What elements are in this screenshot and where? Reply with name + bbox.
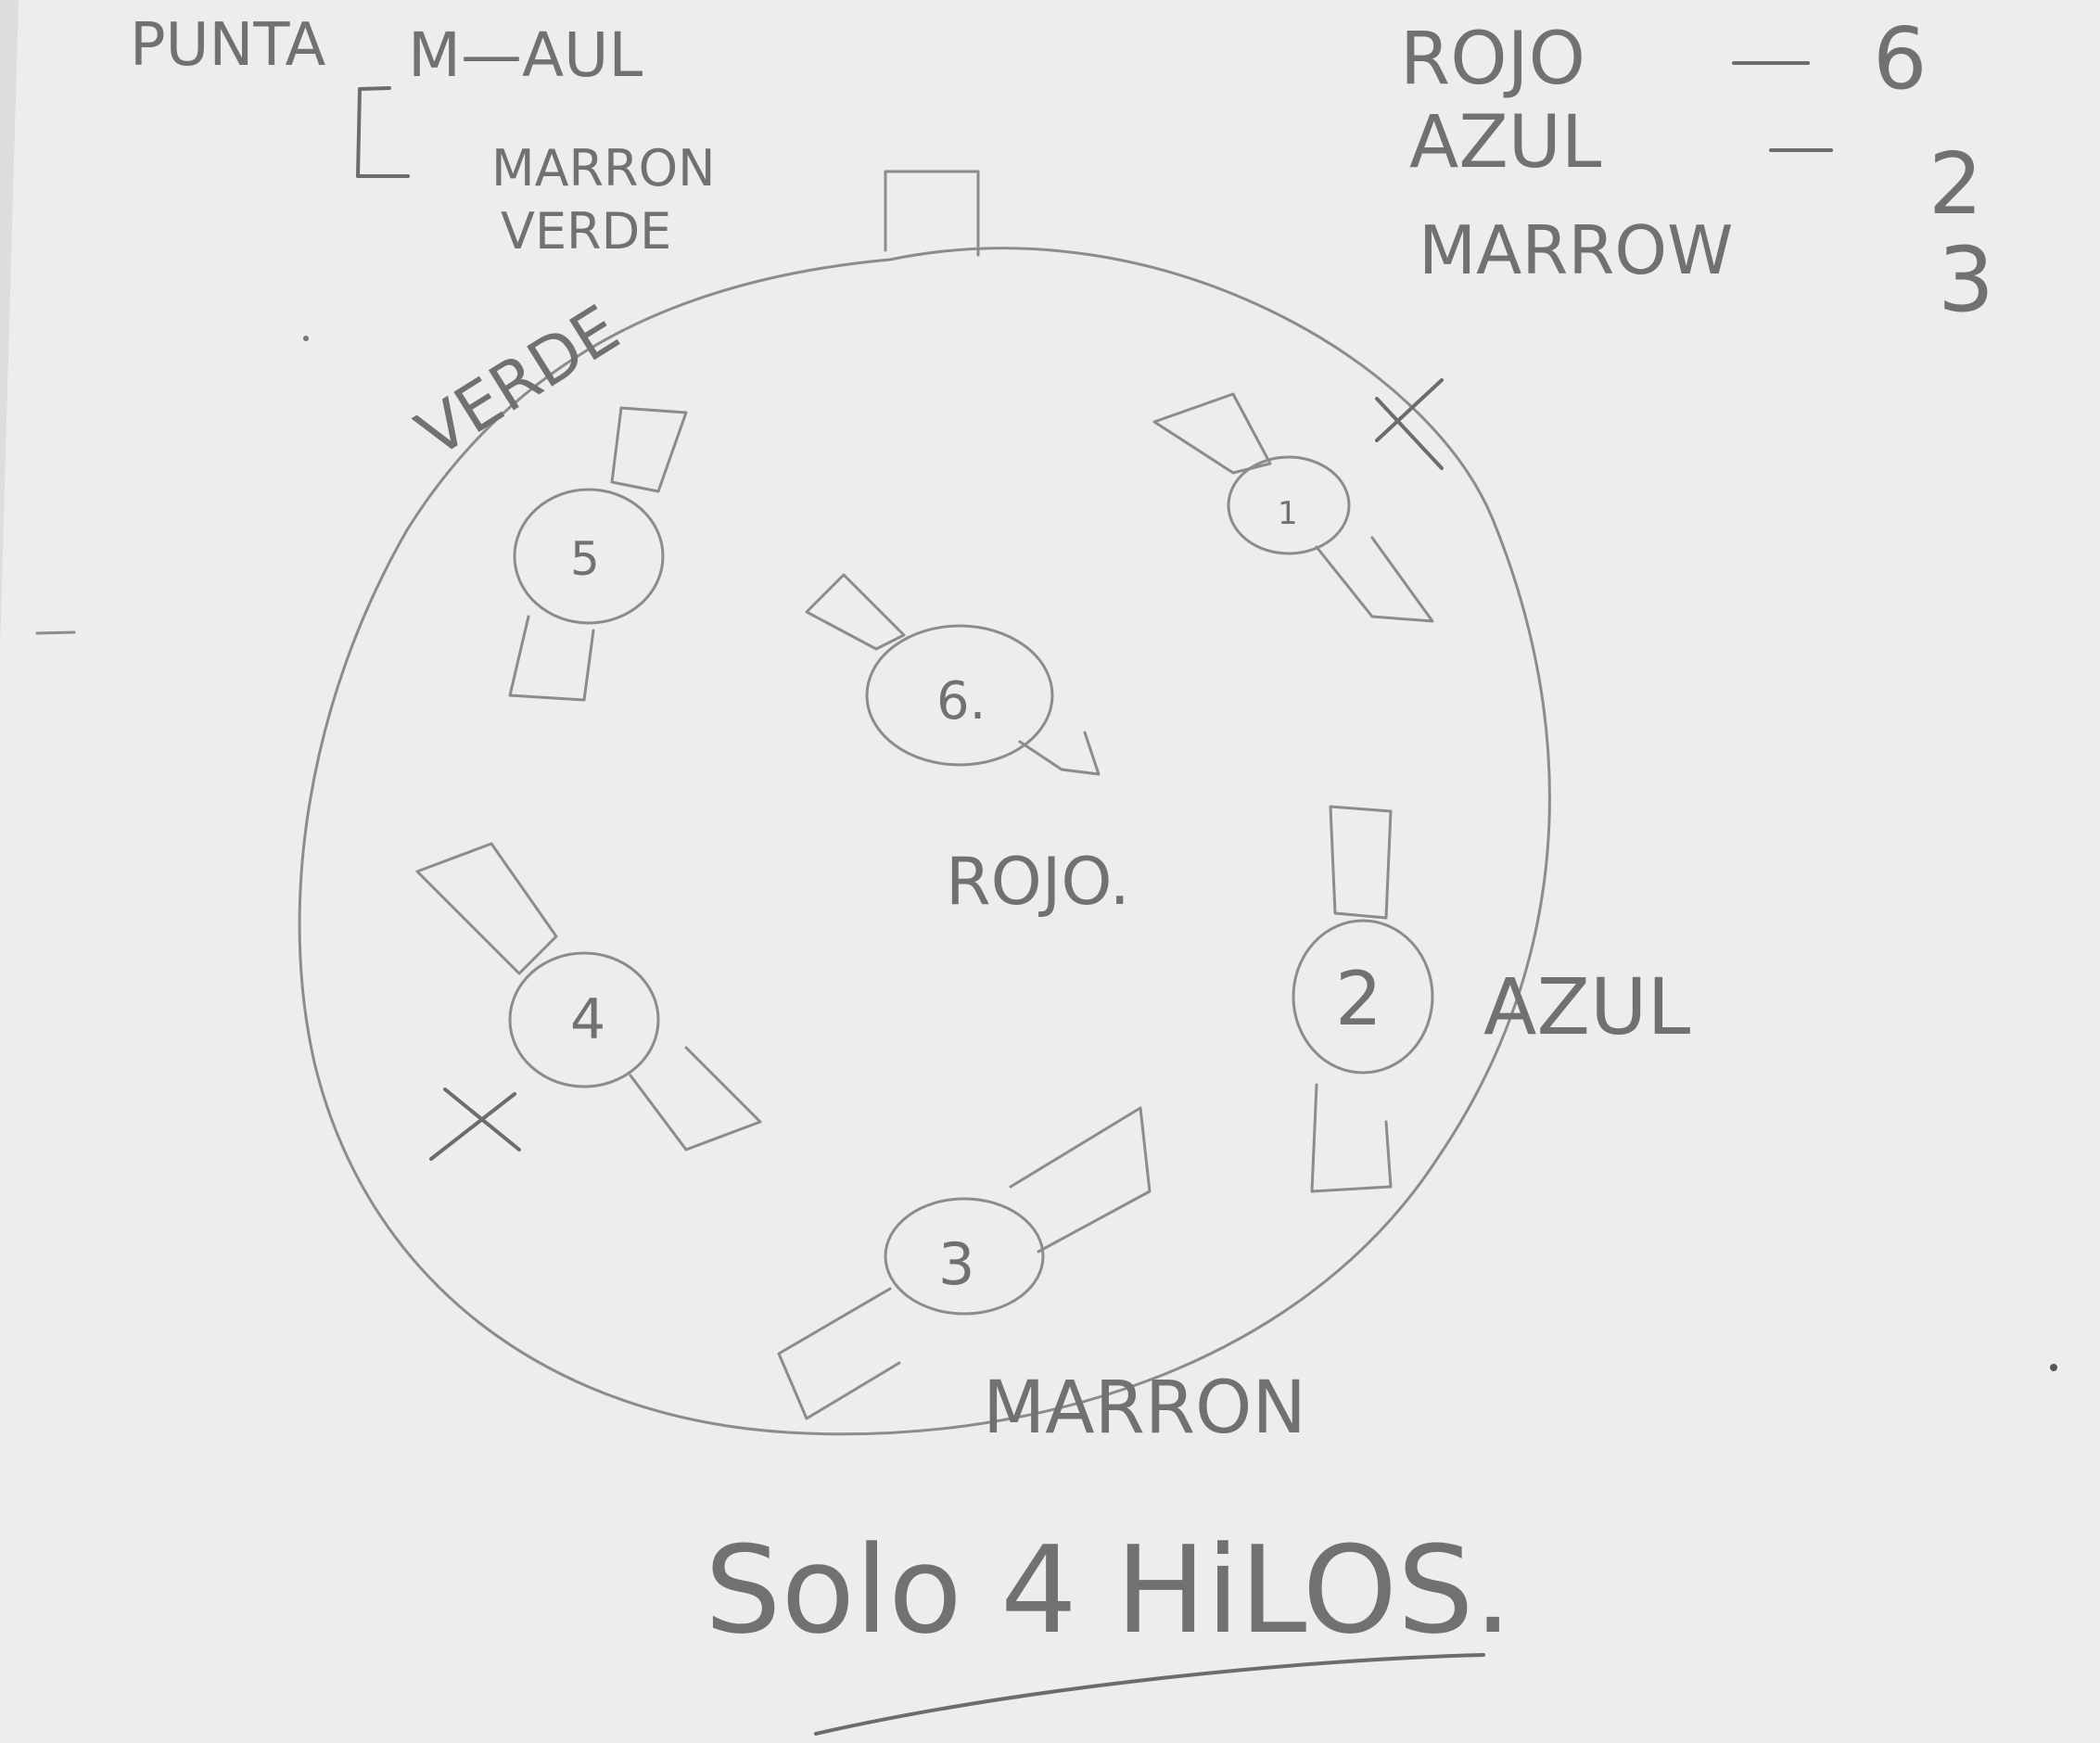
pin-2-body <box>1292 919 1434 1075</box>
pin-3-body <box>884 1197 1045 1316</box>
footer-note: Solo 4 HiLOS. <box>705 1520 1512 1660</box>
legend-color-azul: AZUL <box>1409 101 1602 184</box>
pin-6-blade-bottom <box>1018 731 1101 776</box>
x-mark-pin-4 <box>429 1088 521 1161</box>
legend-number-azul: 2 <box>1928 134 1983 234</box>
pencil-tick <box>35 630 76 635</box>
pin-2-blade-top <box>1329 805 1393 920</box>
note-partial-word: PUNTA <box>130 11 325 80</box>
pin-4-number: 4 <box>570 987 605 1052</box>
pin-6-body <box>865 624 1054 767</box>
key-tab <box>884 170 980 257</box>
pin-3-blade-bottom <box>777 1287 901 1420</box>
pin-1-blade-bottom <box>1315 536 1434 623</box>
legend-color-marron: MARROW <box>1419 211 1733 289</box>
pin-5-body <box>513 488 665 625</box>
label-marron: MARRON <box>983 1367 1306 1450</box>
paper-fold-shadow <box>0 0 19 649</box>
pencil-dot <box>303 336 309 341</box>
pin-4: 4 <box>415 842 762 1151</box>
pin-4-body <box>508 951 660 1088</box>
legend-number-marron: 3 <box>1938 228 1994 332</box>
label-azul: AZUL <box>1483 961 1690 1052</box>
pin-6: 6. <box>805 573 1101 776</box>
pin-2: 2 <box>1292 805 1434 1193</box>
pin-1-body <box>1227 455 1351 555</box>
pin-1-blade-top <box>1152 392 1272 475</box>
note-line-2: MARRON <box>491 139 715 197</box>
pin-1-number: 1 <box>1278 495 1298 532</box>
legend: ROJO 6 AZUL 2 MARROW 3 <box>1400 9 1994 332</box>
pin-3-blade-top <box>1009 1106 1152 1253</box>
pin-3: 3 <box>777 1106 1152 1420</box>
legend-number-rojo: 6 <box>1873 9 1928 108</box>
pin-4-blade-top <box>415 842 558 975</box>
note-line-3: VERDE <box>501 202 671 261</box>
bracket-mark <box>356 86 410 178</box>
note-line-1: M—AUL <box>408 19 643 91</box>
pencil-dot <box>2050 1364 2057 1371</box>
label-verde: VERDE <box>404 290 632 472</box>
pin-2-blade-bottom <box>1310 1083 1393 1193</box>
pin-5-blade-bottom <box>508 615 595 702</box>
pin-1: 1 <box>1152 392 1434 623</box>
pin-6-number: 6. <box>936 671 986 732</box>
pin-5-number: 5 <box>570 532 600 586</box>
pin-6-blade-top <box>805 573 906 651</box>
pin-5: 5 <box>508 406 688 702</box>
label-rojo: ROJO. <box>946 844 1130 920</box>
connector-outline <box>298 247 1551 1436</box>
pin-3-number: 3 <box>938 1230 974 1298</box>
pin-2-number: 2 <box>1335 956 1382 1042</box>
legend-color-rojo: ROJO <box>1400 18 1585 101</box>
pin-5-blade-top <box>610 406 688 493</box>
underline <box>814 1653 1485 1736</box>
x-mark-pin-1 <box>1375 378 1444 470</box>
pin-4-blade-bottom <box>629 1046 762 1151</box>
